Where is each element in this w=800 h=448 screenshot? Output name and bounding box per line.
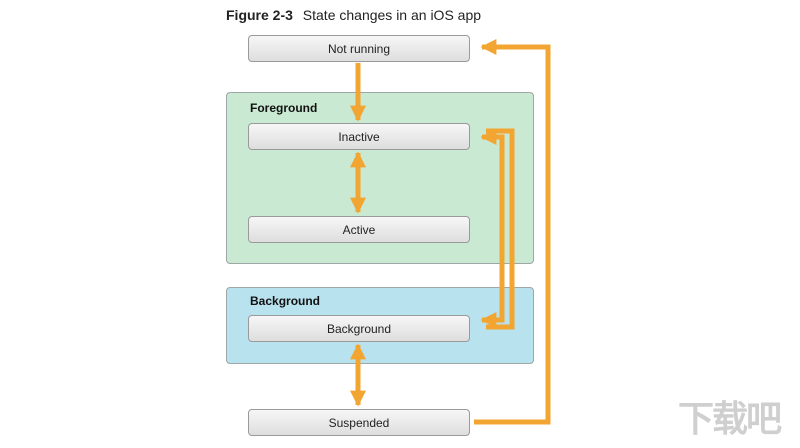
arrow-background-to-inactive: [486, 128, 515, 330]
figure-title: State changes in an iOS app: [302, 7, 482, 23]
arrow-suspended-to-not-running: [474, 38, 551, 425]
state-background: Background: [248, 315, 470, 342]
state-suspended-label: Suspended: [328, 415, 390, 430]
state-inactive-label: Inactive: [338, 129, 380, 144]
figure-number: Figure 2-3: [226, 7, 293, 23]
state-active-label: Active: [342, 222, 376, 237]
watermark-logo: 下载吧: [664, 388, 794, 444]
foreground-group-label: Foreground: [250, 101, 318, 115]
state-background-label: Background: [326, 321, 392, 336]
state-not-running-label: Not running: [327, 41, 391, 56]
state-not-running: Not running: [248, 35, 470, 62]
state-inactive: Inactive: [248, 123, 470, 150]
state-active: Active: [248, 216, 470, 243]
figure-caption: Figure 2-3 State changes in an iOS app: [226, 7, 481, 23]
watermark-text: 下载吧: [677, 399, 782, 440]
background-group-label: Background: [250, 294, 321, 308]
state-suspended: Suspended: [248, 409, 470, 436]
arrow-inactive-to-background: [480, 128, 505, 329]
